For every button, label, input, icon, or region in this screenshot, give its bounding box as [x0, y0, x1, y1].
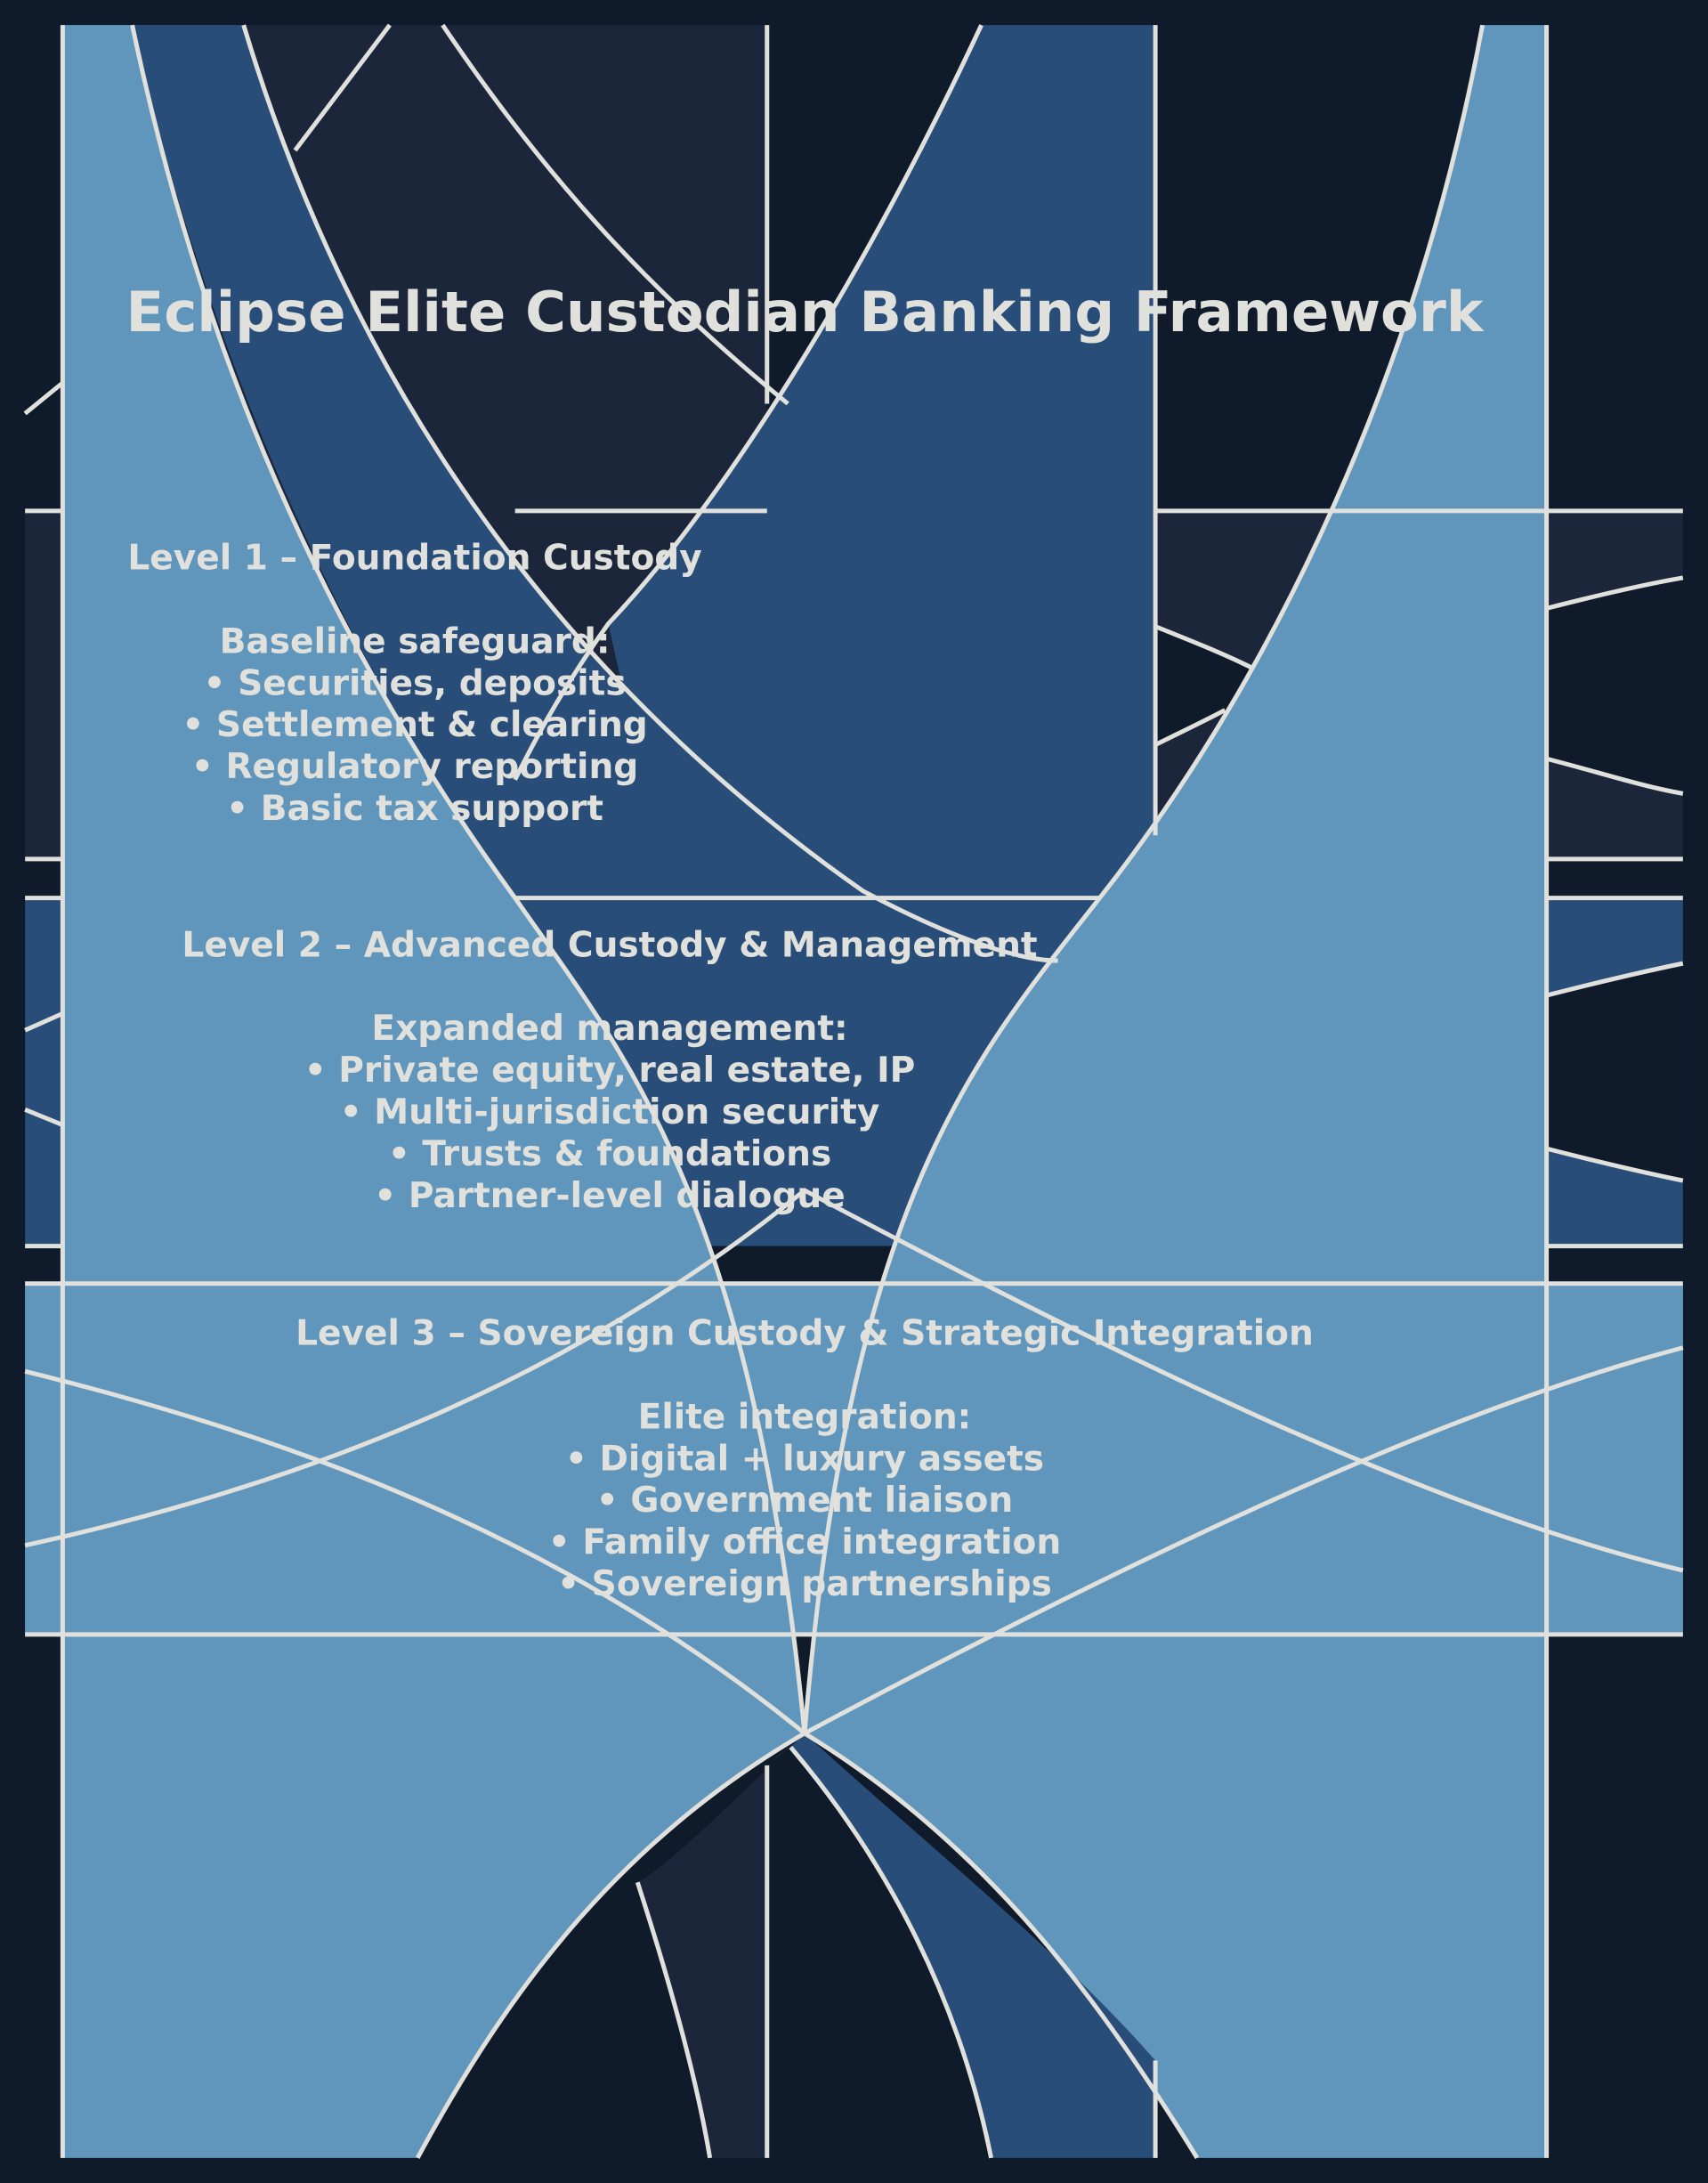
- level-1-subheading: Baseline safeguard:: [220, 621, 611, 661]
- bottom-center-dark: [766, 1747, 992, 2158]
- level-2-item: • Multi-jurisdiction security: [340, 1092, 880, 1132]
- level-1-item: • Settlement & clearing: [182, 705, 647, 745]
- diagram-title: Eclipse Elite Custodian Banking Framewor…: [125, 280, 1484, 345]
- tier2-right-wedge: [1546, 963, 1683, 1181]
- level-1-heading: Level 1 – Foundation Custody: [127, 539, 701, 579]
- level-2-subheading: Expanded management:: [371, 1009, 847, 1049]
- level-2-item: • Private equity, real estate, IP: [304, 1051, 916, 1091]
- grid-lines: [25, 25, 1683, 2158]
- level-2-block: Level 2 – Advanced Custody & Management …: [182, 925, 1037, 1215]
- level-1-block: Level 1 – Foundation Custody Baseline sa…: [127, 539, 701, 829]
- tier3-overlay: [25, 1283, 1683, 1635]
- level-1-item: • Regulatory reporting: [191, 747, 638, 787]
- level-3-item: • Government liaison: [596, 1481, 1013, 1521]
- tier1-right-wedge: [1546, 577, 1683, 794]
- tier1-mid-wedge: [1155, 626, 1253, 745]
- level-1-item: • Basic tax support: [226, 789, 603, 829]
- level-3-item: • Family office integration: [548, 1522, 1061, 1562]
- level-2-heading: Level 2 – Advanced Custody & Management: [182, 925, 1037, 965]
- bottom-wedge-dark: [637, 1733, 805, 2158]
- bottom-left-dark: [417, 1882, 710, 2158]
- level-2-item: • Trusts & foundations: [388, 1134, 831, 1174]
- level-3-block: Level 3 – Sovereign Custody & Strategic …: [295, 1314, 1314, 1604]
- level-1-item: • Securities, deposits: [204, 663, 627, 703]
- curve-lines: [23, 23, 1684, 2160]
- level-3-item: • Digital + luxury assets: [565, 1439, 1044, 1479]
- level-2-item: • Partner-level dialogue: [374, 1176, 846, 1216]
- bottom-wedge-navy: [790, 1733, 1156, 2158]
- level-3-subheading: Elite integration:: [638, 1397, 972, 1437]
- level-3-heading: Level 3 – Sovereign Custody & Strategic …: [295, 1314, 1314, 1354]
- level-3-item: • Sovereign partnerships: [557, 1564, 1052, 1604]
